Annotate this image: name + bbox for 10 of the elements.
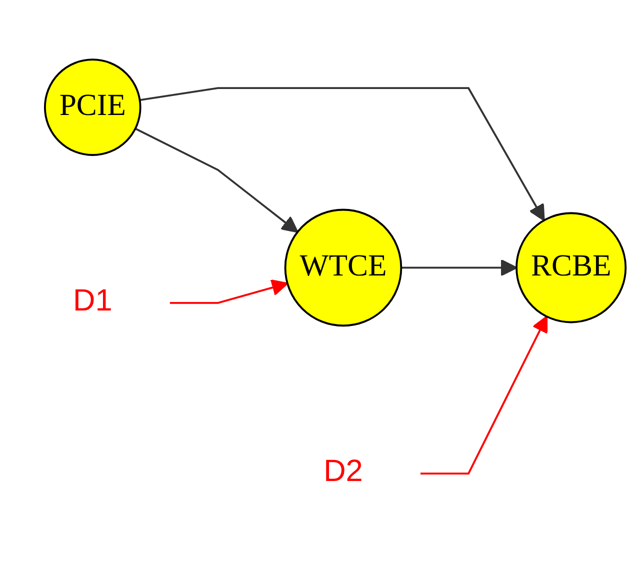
node-circle: WTCE <box>284 208 402 327</box>
node-text: D1 <box>72 286 112 318</box>
arrow <box>140 87 545 222</box>
node-circle: RCBE <box>516 212 627 324</box>
node-circle: PCIE <box>44 58 142 156</box>
arrow <box>420 316 548 474</box>
arrow <box>401 259 518 276</box>
arrow <box>134 128 298 233</box>
arrow <box>170 279 288 304</box>
node-text: D2 <box>324 456 363 489</box>
